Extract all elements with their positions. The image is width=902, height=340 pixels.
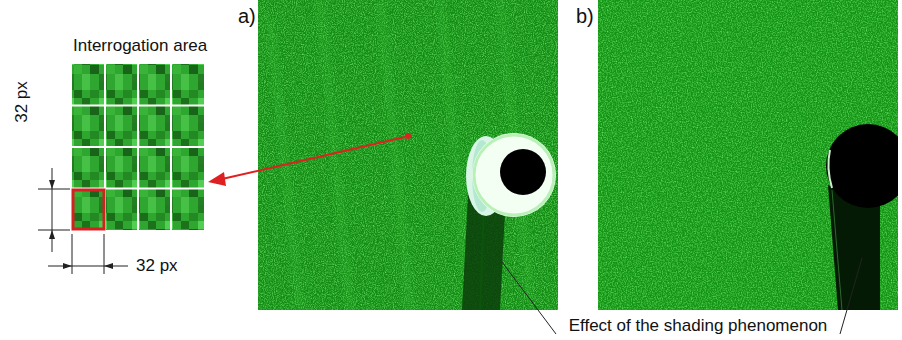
interrogation-grid (72, 64, 204, 230)
panel-label: b) (576, 4, 594, 28)
piv-image-a (258, 0, 558, 310)
dimension-lines (38, 168, 128, 274)
piv-image-b (598, 0, 898, 310)
pointer-arrow (208, 137, 405, 186)
annotation-text: Effect of the shading phenomenon (569, 316, 828, 336)
panel-label: a) (238, 4, 256, 28)
dimension-arrows (49, 180, 113, 269)
dimension-label: 32 px (136, 256, 178, 276)
dimension-label: 32 px (12, 81, 32, 123)
area-title: Interrogation area (73, 36, 207, 56)
